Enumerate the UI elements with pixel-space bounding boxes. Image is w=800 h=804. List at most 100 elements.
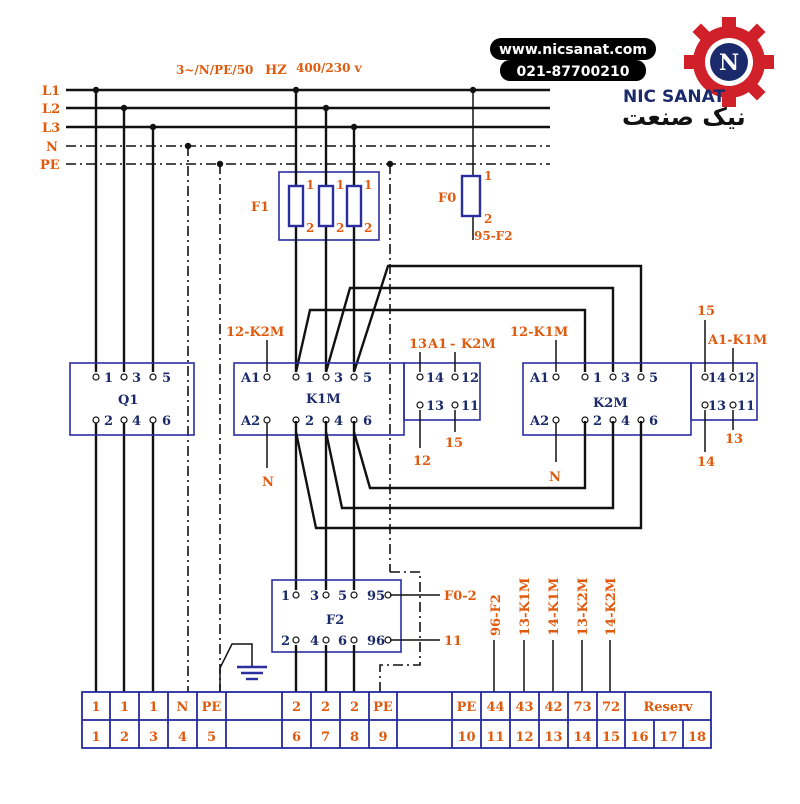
terminal-top-label: 43 <box>515 700 533 715</box>
terminal-top-label: 2 <box>321 700 330 715</box>
k2m-aux15: 15 <box>697 304 715 319</box>
f2-t2: 2 <box>281 634 290 649</box>
f2-t95: 95 <box>367 589 385 604</box>
k1m-t6: 6 <box>363 414 372 429</box>
q1-t2: 2 <box>104 414 113 429</box>
f2-name: F2 <box>326 613 344 628</box>
q1-breaker <box>69 362 195 436</box>
f0-to: 95-F2 <box>474 229 513 243</box>
q1-t6: 6 <box>162 414 171 429</box>
website-text: www.nicsanat.com <box>499 42 647 58</box>
f2-terminals <box>292 591 392 644</box>
k1m-aux13: 13 <box>409 337 427 352</box>
bus-l1-label: L1 <box>42 84 60 99</box>
terminal-number: 12 <box>515 730 533 745</box>
bus-pe-label: PE <box>40 158 60 173</box>
bus-l3-label: L3 <box>42 121 60 136</box>
k1m-aux14: 14 <box>426 371 444 386</box>
k1m-terminals <box>263 373 459 424</box>
terminal-bottom-cell <box>396 719 453 749</box>
k1m-aux-k2m: K2M <box>461 337 496 352</box>
k1m-a2: A2 <box>240 414 260 429</box>
f1-name: F1 <box>251 200 269 215</box>
vlabel-14-k1m: 14-K1M <box>547 578 562 636</box>
terminal-bottom-cell <box>225 719 283 749</box>
terminal-top-label: 73 <box>573 700 591 715</box>
k2m-out14: 14 <box>697 455 715 470</box>
q1-t3: 3 <box>132 371 141 386</box>
terminal-number: 2 <box>120 730 129 745</box>
k2m-t4: 4 <box>621 414 630 429</box>
k1m-a1: A1 <box>240 371 260 386</box>
k1m-t5: 5 <box>363 371 372 386</box>
q1-terminals <box>92 373 157 424</box>
terminal-number: 7 <box>321 730 330 745</box>
terminal-number: 1 <box>91 730 100 745</box>
q1-t4: 4 <box>132 414 141 429</box>
k2m-top-crosswires <box>294 264 643 373</box>
k2m-t5: 5 <box>649 371 658 386</box>
f1-q2: 2 <box>336 221 344 235</box>
q1-t1: 1 <box>104 371 113 386</box>
voltage-label: 400/230 v <box>296 61 363 75</box>
k2m-aux11: 11 <box>737 399 755 414</box>
k1m-aux13b: 13 <box>426 399 444 414</box>
brand-name-en: NIC SANAT <box>623 87 725 107</box>
k1m-out15: 15 <box>445 436 463 451</box>
k1m-out12: 12 <box>413 454 431 469</box>
f2-overload-relay <box>271 579 402 653</box>
k1m-aux-dash: - <box>450 337 455 352</box>
k2m-t1: 1 <box>593 371 602 386</box>
terminal-number: 5 <box>207 730 216 745</box>
k2m-aux12: 12 <box>737 371 755 386</box>
terminal-number: 14 <box>573 730 591 745</box>
terminal-top-label: 2 <box>292 700 301 715</box>
k2m-bottom-crosswires <box>294 421 643 530</box>
vlabel-14-k2m: 14-K2M <box>604 578 619 636</box>
phone-text: 021-87700210 <box>517 64 630 80</box>
terminal-number: 18 <box>688 730 706 745</box>
frequency-unit: HZ <box>265 63 287 78</box>
terminal-top-label: 1 <box>120 700 129 715</box>
k2m-t2: 2 <box>593 414 602 429</box>
f2-t4: 4 <box>310 634 319 649</box>
terminal-top-label: PE <box>373 700 393 715</box>
q1-name: Q1 <box>118 393 138 408</box>
terminal-number: 16 <box>630 730 648 745</box>
website-badge: www.nicsanat.com <box>490 38 656 60</box>
k2m-out13: 13 <box>725 432 743 447</box>
bus-n-label: N <box>46 140 58 155</box>
busbars <box>66 88 550 165</box>
f1-q1: 2 <box>306 221 314 235</box>
k1m-coil-n: N <box>262 475 274 490</box>
k1m-aux11: 11 <box>461 399 479 414</box>
phone-badge: 021-87700210 <box>500 60 646 81</box>
f2-to95: F0-2 <box>444 589 477 604</box>
terminal-bottom-cell <box>682 719 712 749</box>
f0-name: F0 <box>438 191 456 206</box>
terminal-top-label: 42 <box>544 700 562 715</box>
f2-t3: 3 <box>310 589 319 604</box>
f1-fuse-block <box>278 171 380 241</box>
f0-bottom: 2 <box>484 212 492 226</box>
bus-l2-label: L2 <box>42 102 60 117</box>
k2m-aux-k1m: A1-K1M <box>707 333 767 348</box>
f1-p3: 1 <box>364 178 372 192</box>
k2m-coil-from: 12-K1M <box>510 325 568 340</box>
q1-t5: 5 <box>162 371 171 386</box>
k2m-name: K2M <box>593 396 628 411</box>
terminal-reserve-label: Reserv <box>643 700 693 715</box>
k2m-coil-n: N <box>549 470 561 485</box>
k1m-aux-block <box>403 362 481 421</box>
f1-fuse-1 <box>287 184 305 228</box>
f0-top: 1 <box>484 169 492 183</box>
terminal-top-cell <box>396 691 453 721</box>
f1-q3: 2 <box>364 221 372 235</box>
terminal-number: 15 <box>602 730 620 745</box>
terminal-number: 6 <box>292 730 301 745</box>
terminal-number: 13 <box>544 730 562 745</box>
k2m-aux-block <box>690 362 758 421</box>
terminal-top-label: N <box>177 700 189 715</box>
